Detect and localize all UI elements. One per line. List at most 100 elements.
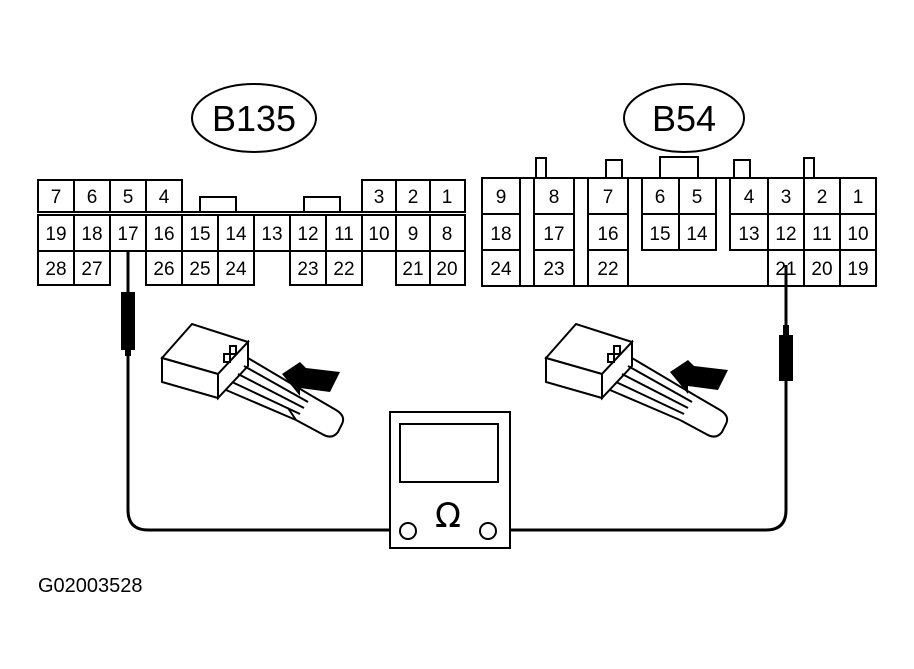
pin-b135-13 [253, 214, 291, 252]
pin-b135-22 [325, 250, 363, 286]
pin-label: 2 [408, 187, 419, 208]
pin-b135-9 [395, 214, 431, 252]
pin-label: 22 [333, 259, 354, 280]
pin-b135-6 [73, 179, 111, 213]
pin-label: 14 [686, 224, 708, 245]
pin-label: 18 [81, 224, 102, 245]
pin-label: 8 [549, 187, 560, 208]
pin-label: 13 [738, 224, 759, 245]
pin-b54-col-8 [533, 177, 575, 287]
pin-label: 28 [45, 259, 66, 280]
connector-b135: 7 6 5 4 3 2 1 19 18 17 16 15 14 13 12 11… [37, 179, 466, 286]
pin-label: 24 [490, 259, 512, 280]
pin-label: 25 [189, 259, 210, 280]
pin-b135-18 [73, 214, 111, 252]
pin-b135-23 [289, 250, 327, 286]
pin-b135-2 [395, 179, 431, 213]
pin-label: 18 [490, 224, 511, 245]
pin-b135-1 [429, 179, 466, 213]
connector-b54: 9 8 7 6 5 4 3 2 1 18 17 16 15 14 13 12 1… [481, 156, 877, 287]
connector-label-b135: B135 [191, 83, 317, 153]
pin-label: 14 [225, 224, 247, 245]
lock-tab [303, 196, 341, 213]
pin-label: 9 [408, 224, 419, 245]
pin-label: 19 [847, 259, 868, 280]
pin-label: 2 [817, 187, 828, 208]
pin-label: 9 [496, 187, 507, 208]
pin-label: 3 [374, 187, 385, 208]
pin-label: 8 [442, 224, 453, 245]
pin-b135-25 [181, 250, 219, 286]
meter-display [399, 423, 499, 483]
figure-id: G02003528 [38, 575, 143, 597]
pin-label: 16 [597, 224, 618, 245]
pin-label: 5 [692, 187, 703, 208]
pin-label: 15 [189, 224, 210, 245]
pin-label: 19 [45, 224, 66, 245]
probe-lead-left [121, 252, 390, 532]
pin-label: 4 [744, 187, 755, 208]
pin-b135-28 [37, 250, 75, 286]
key-tab [803, 157, 815, 179]
pin-label: 16 [153, 224, 174, 245]
pin-b135-8 [429, 214, 466, 252]
pin-label: 3 [781, 187, 792, 208]
pin-label: 17 [543, 224, 564, 245]
pin-b135-12 [289, 214, 327, 252]
connector-illustration-right [544, 322, 729, 438]
pin-b135-4 [145, 179, 183, 213]
pin-label: 13 [261, 224, 282, 245]
pin-label: 11 [812, 224, 832, 245]
meter-terminal-left [399, 522, 417, 540]
connector-illustration-left [160, 322, 345, 438]
probe-lead-right [496, 265, 793, 532]
pin-label: 6 [655, 187, 666, 208]
pin-b135-20 [429, 250, 466, 286]
pin-b135-3 [361, 179, 397, 213]
key-tab [733, 159, 751, 179]
pin-label: 20 [436, 259, 457, 280]
ohmmeter: Ω [389, 411, 511, 549]
pin-label: 7 [51, 187, 62, 208]
pin-label: 26 [153, 259, 174, 280]
pin-label: 24 [225, 259, 247, 280]
meter-terminal-right [479, 522, 497, 540]
pin-label: 11 [334, 224, 354, 245]
arrow-icon [670, 360, 728, 394]
pin-label: 4 [159, 187, 170, 208]
pin-label: 1 [853, 187, 864, 208]
pin-label: 21 [402, 259, 423, 280]
pin-b135-27 [73, 250, 111, 286]
pin-label: 12 [775, 224, 796, 245]
pin-b54-col-9 [481, 177, 521, 287]
pin-b135-17 [109, 214, 147, 252]
probe-tip-left [121, 292, 135, 350]
pin-label: 6 [87, 187, 98, 208]
pin-label: 23 [543, 259, 564, 280]
key-tab [659, 156, 699, 179]
pin-label: 10 [368, 224, 389, 245]
pin-b135-24 [217, 250, 255, 286]
pin-label: 7 [603, 187, 614, 208]
pin-label: 23 [297, 259, 318, 280]
pin-b135-10 [361, 214, 397, 252]
pin-label: 1 [442, 187, 453, 208]
pin-label: 12 [297, 224, 318, 245]
probe-tip-right [779, 335, 793, 381]
connector-label-b54: B54 [623, 83, 745, 153]
connector-label-b135-text: B135 [212, 98, 296, 139]
pin-label: 15 [649, 224, 670, 245]
pin-label: 17 [117, 224, 138, 245]
arrow-icon [282, 362, 340, 396]
pin-b135-19 [37, 214, 75, 252]
pin-label: 22 [597, 259, 618, 280]
pin-label: 5 [123, 187, 134, 208]
key-tab [605, 159, 623, 179]
lock-tab [199, 196, 237, 213]
connector-label-b54-text: B54 [652, 98, 716, 139]
pin-label: 20 [811, 259, 832, 280]
pin-b54-col-7 [587, 177, 629, 287]
pin-label: 27 [81, 259, 102, 280]
pin-label: 10 [847, 224, 868, 245]
